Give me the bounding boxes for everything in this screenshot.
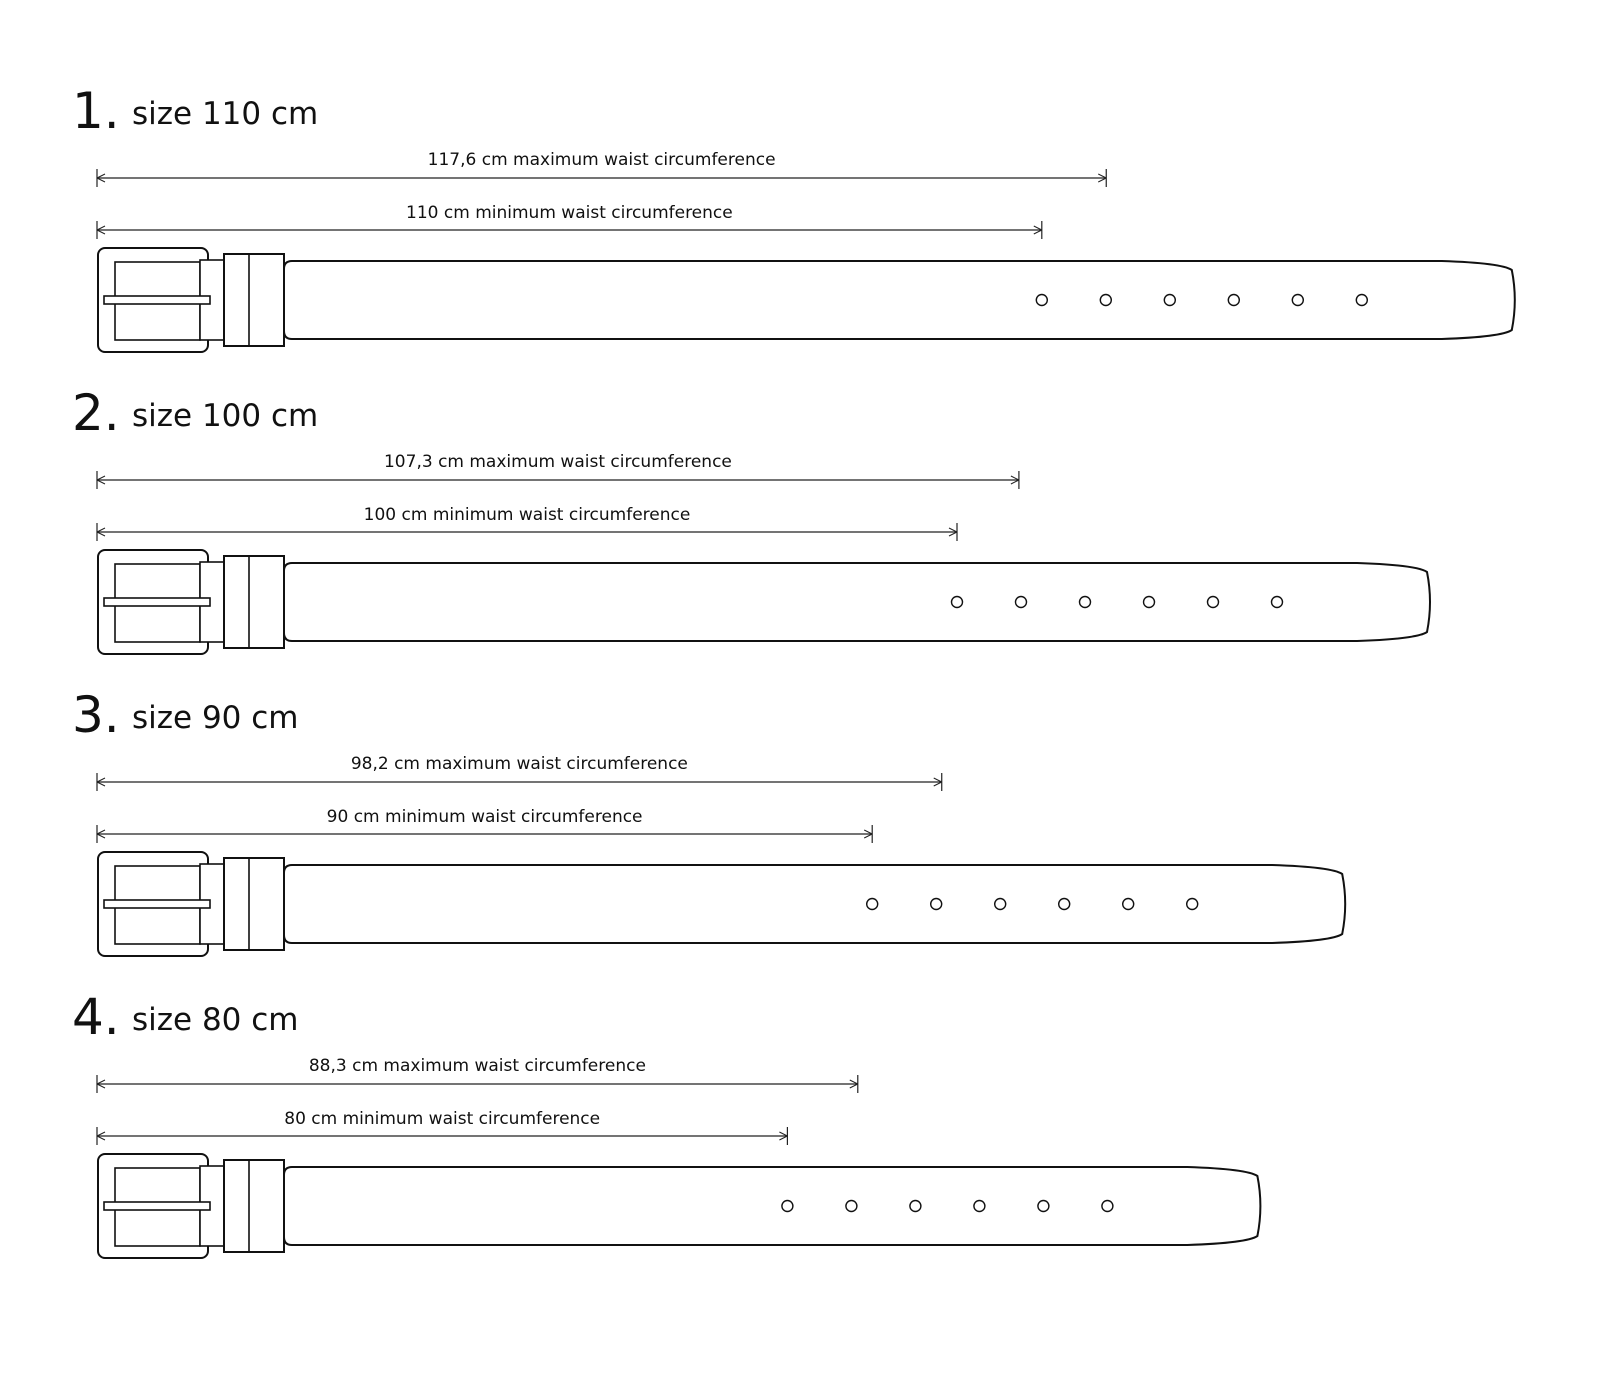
belt-hole (1037, 1199, 1050, 1213)
max-dimension (96, 1075, 859, 1093)
max-circumference-label: 88,3 cm maximum waist circumference (308, 1056, 646, 1076)
min-dimension (96, 523, 958, 541)
belt-hole (866, 897, 879, 911)
arrow-start (96, 1079, 106, 1089)
arrow-start (96, 777, 106, 787)
belt-hole (994, 897, 1007, 911)
belt-hole (1142, 595, 1156, 609)
belt-strap (283, 864, 1347, 944)
arrow-end (849, 1079, 859, 1089)
belt-loop (223, 253, 285, 347)
belt-hole (930, 897, 943, 911)
max-circumference-label: 98,2 cm maximum waist circumference (350, 754, 688, 774)
max-dimension (96, 773, 943, 791)
size-label: size 80 cm (132, 1002, 299, 1038)
belt-hole (1185, 897, 1199, 911)
belt-hole (845, 1199, 858, 1213)
buckle-prong (103, 295, 211, 305)
max-dimension (96, 169, 1107, 187)
belt-hole (781, 1199, 794, 1213)
max-dimension (96, 471, 1020, 489)
arrow-end (779, 1131, 788, 1141)
belt-number: 3. (72, 686, 120, 744)
belt-number: 1. (72, 82, 120, 140)
belt-hole (909, 1199, 922, 1213)
belt-section: 1. size 110 cm 117,6 cm maximum waist circ… (0, 82, 1600, 388)
arrow-start (96, 225, 106, 235)
arrow-end (948, 527, 958, 537)
belt-number: 4. (72, 988, 120, 1046)
max-circumference-label: 117,6 cm maximum waist circumference (427, 150, 776, 170)
belt-hole (1163, 293, 1177, 307)
arrow-start (96, 1131, 106, 1141)
min-dimension (96, 1127, 789, 1145)
strap-base (199, 561, 225, 643)
arrow-end (1010, 475, 1020, 485)
belt-drawing (96, 773, 1347, 957)
belt-strap (283, 1166, 1262, 1246)
belt-hole (1291, 293, 1305, 307)
min-dimension (96, 825, 873, 843)
min-circumference-label: 80 cm minimum waist circumference (284, 1109, 601, 1129)
arrow-end (1098, 173, 1107, 183)
arrow-start (96, 475, 106, 485)
belt-hole (973, 1199, 986, 1213)
arrow-start (96, 527, 106, 537)
belt-section: 3. size 90 cm 98,2 cm maximum waist circum… (0, 686, 1600, 992)
arrow-end (1033, 225, 1043, 235)
belt-hole (1227, 293, 1241, 307)
belt-hole (1121, 897, 1135, 911)
size-label: size 100 cm (132, 398, 319, 434)
max-circumference-label: 107,3 cm maximum waist circumference (383, 452, 732, 472)
belt-drawing (96, 169, 1516, 353)
min-circumference-label: 100 cm minimum waist circumference (363, 505, 691, 525)
belt-hole (1057, 897, 1071, 911)
arrow-end (933, 777, 942, 787)
belt-loop (223, 857, 285, 951)
belt-strap (283, 562, 1431, 642)
arrow-start (96, 173, 106, 183)
belt-hole (950, 595, 964, 609)
min-dimension (96, 221, 1043, 239)
belt-drawing (96, 1075, 1262, 1259)
arrow-start (96, 829, 106, 839)
belt-strap (283, 260, 1516, 340)
belt-hole (1014, 595, 1028, 609)
belt-loop (223, 1159, 285, 1253)
buckle-prong (103, 1201, 211, 1211)
belt-hole (1355, 293, 1369, 307)
arrow-end (863, 829, 873, 839)
belt-hole (1101, 1199, 1114, 1213)
belt-drawing (96, 471, 1431, 655)
min-circumference-label: 90 cm minimum waist circumference (326, 807, 643, 827)
belt-hole (1035, 293, 1049, 307)
belt-loop (223, 555, 285, 649)
belt-hole (1078, 595, 1092, 609)
belt-hole (1206, 595, 1220, 609)
size-label: size 90 cm (132, 700, 299, 736)
size-label: size 110 cm (132, 96, 319, 132)
buckle-prong (103, 899, 211, 909)
belt-hole (1099, 293, 1113, 307)
buckle-prong (103, 597, 211, 607)
belt-hole (1270, 595, 1284, 609)
belt-number: 2. (72, 384, 120, 442)
belt-section: 4. size 80 cm 88,3 cm maximum waist circum… (0, 988, 1600, 1294)
belt-section: 2. size 100 cm 107,3 cm maximum waist circ… (0, 384, 1600, 690)
min-circumference-label: 110 cm minimum waist circumference (406, 203, 733, 223)
